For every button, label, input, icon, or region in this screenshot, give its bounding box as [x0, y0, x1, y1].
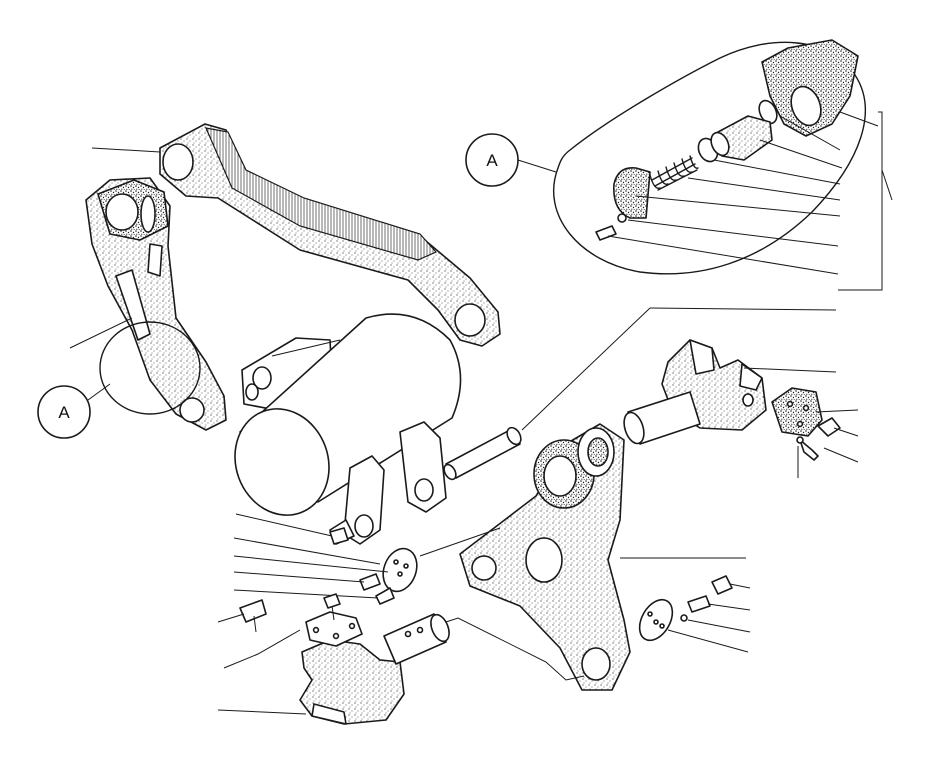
upper-link-arm-eye-top — [162, 143, 194, 181]
detail-a-outline — [553, 41, 866, 275]
hydraulic-cylinder — [234, 313, 462, 545]
left-lever-arm-eye-bottom — [179, 397, 205, 423]
detail-a-spring — [649, 155, 699, 191]
detail-a-view — [553, 39, 893, 291]
cover-plate-upper — [771, 387, 859, 478]
triangular-lever — [459, 423, 746, 691]
detail-a-indicator-circle — [99, 321, 201, 415]
detail-a-screw — [595, 225, 617, 241]
detail-a-pivot-plate — [613, 167, 651, 219]
detail-a-oring-1 — [758, 99, 778, 125]
upper-clevis-fork — [623, 339, 837, 445]
callout-a-top-label: A — [486, 151, 498, 170]
cylinder-lug-right — [399, 421, 447, 513]
callout-a-top: A — [465, 133, 557, 187]
pivot-pin — [443, 307, 837, 481]
detail-a-leader-lines — [607, 111, 893, 291]
callout-a-left-label: A — [58, 403, 70, 422]
upper-link-arm-eye-bottom — [454, 303, 486, 337]
triangular-lever-left-eye — [471, 555, 497, 581]
lower-left-hardware — [233, 513, 501, 605]
lower-clevis-fork — [217, 593, 585, 725]
left-lever-arm — [69, 177, 227, 431]
triangular-lever-bottom-eye — [581, 647, 611, 681]
lower-right-hardware — [638, 575, 751, 653]
detail-a-housing-bore — [790, 85, 822, 127]
cylinder-end-face — [234, 408, 330, 516]
upper-link-arm-web — [205, 127, 437, 261]
callout-a-left: A — [37, 383, 111, 439]
detail-a-housing — [761, 39, 859, 137]
triangular-lever-center-hole — [525, 537, 563, 583]
upper-link-arm — [91, 123, 501, 347]
washer-plate-left — [382, 547, 418, 593]
cover-plate-lower-left — [305, 611, 363, 647]
